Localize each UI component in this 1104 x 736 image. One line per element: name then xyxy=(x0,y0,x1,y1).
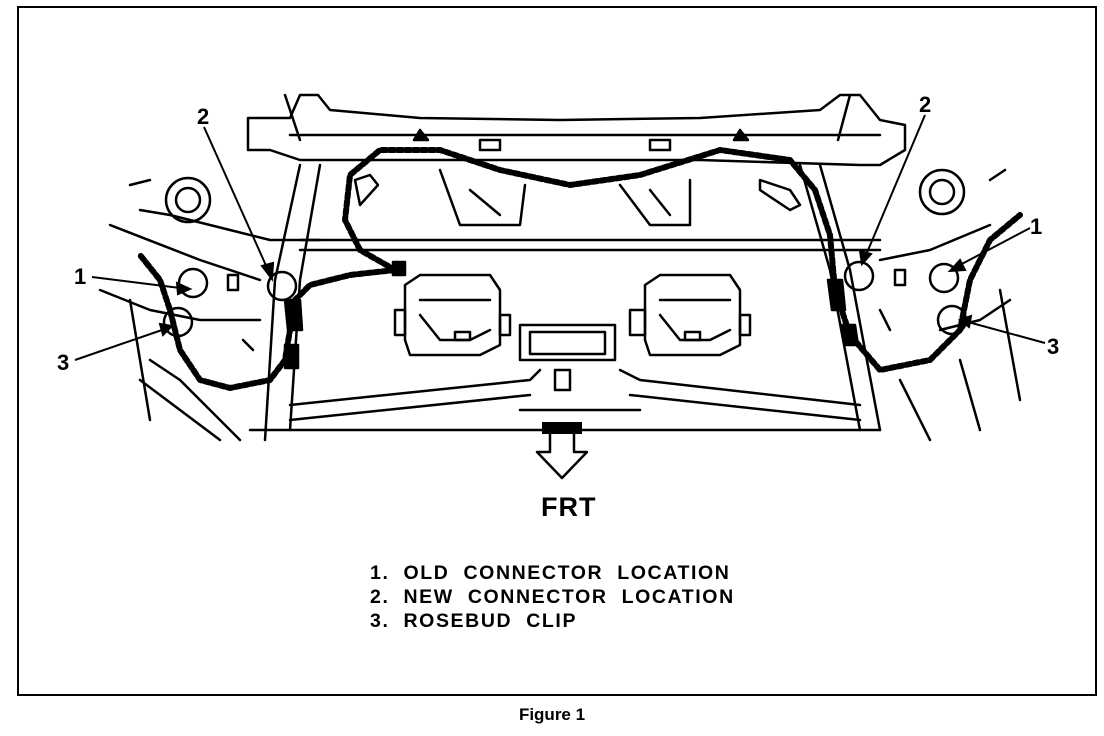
left-1-leader xyxy=(91,276,181,289)
callout-left-3: 3 xyxy=(57,350,70,375)
callout-right-1: 1 xyxy=(1030,214,1043,239)
callout-right-3: 3 xyxy=(1047,334,1060,359)
right-motor-mount xyxy=(628,273,752,357)
right-3-leader xyxy=(967,321,1046,344)
right-strut-tower xyxy=(918,168,1007,216)
front-direction-label: FRT xyxy=(541,492,597,522)
front-arrow-icon xyxy=(535,422,589,480)
left-connectors xyxy=(283,260,407,370)
left-motor-mount xyxy=(393,273,512,357)
right-2-leader xyxy=(865,114,926,256)
callout-left-2: 2 xyxy=(197,104,210,129)
legend-item: 3. ROSEBUD CLIP xyxy=(370,610,578,632)
center-plate xyxy=(518,323,617,392)
left-rosebud-circle xyxy=(162,306,194,338)
left-strut-tower xyxy=(128,176,212,224)
figure-frame xyxy=(17,6,1097,696)
callout-left-1: 1 xyxy=(74,264,87,289)
legend-item: 1. OLD CONNECTOR LOCATION xyxy=(370,562,731,584)
figure-caption: Figure 1 xyxy=(518,705,586,724)
right-old-connector-circle xyxy=(928,262,960,294)
right-new-connector-circle xyxy=(843,260,875,292)
left-2-leader xyxy=(203,126,269,271)
callout-right-2: 2 xyxy=(919,92,932,117)
legend: 1. OLD CONNECTOR LOCATION 2. NEW CONNECT… xyxy=(370,561,735,633)
right-1-leader xyxy=(957,227,1031,267)
legend-item: 2. NEW CONNECTOR LOCATION xyxy=(370,586,735,608)
right-connectors xyxy=(826,278,860,347)
cowl-panel xyxy=(246,93,907,167)
left-new-connector-circle xyxy=(266,270,298,302)
left-3-leader xyxy=(74,329,163,361)
